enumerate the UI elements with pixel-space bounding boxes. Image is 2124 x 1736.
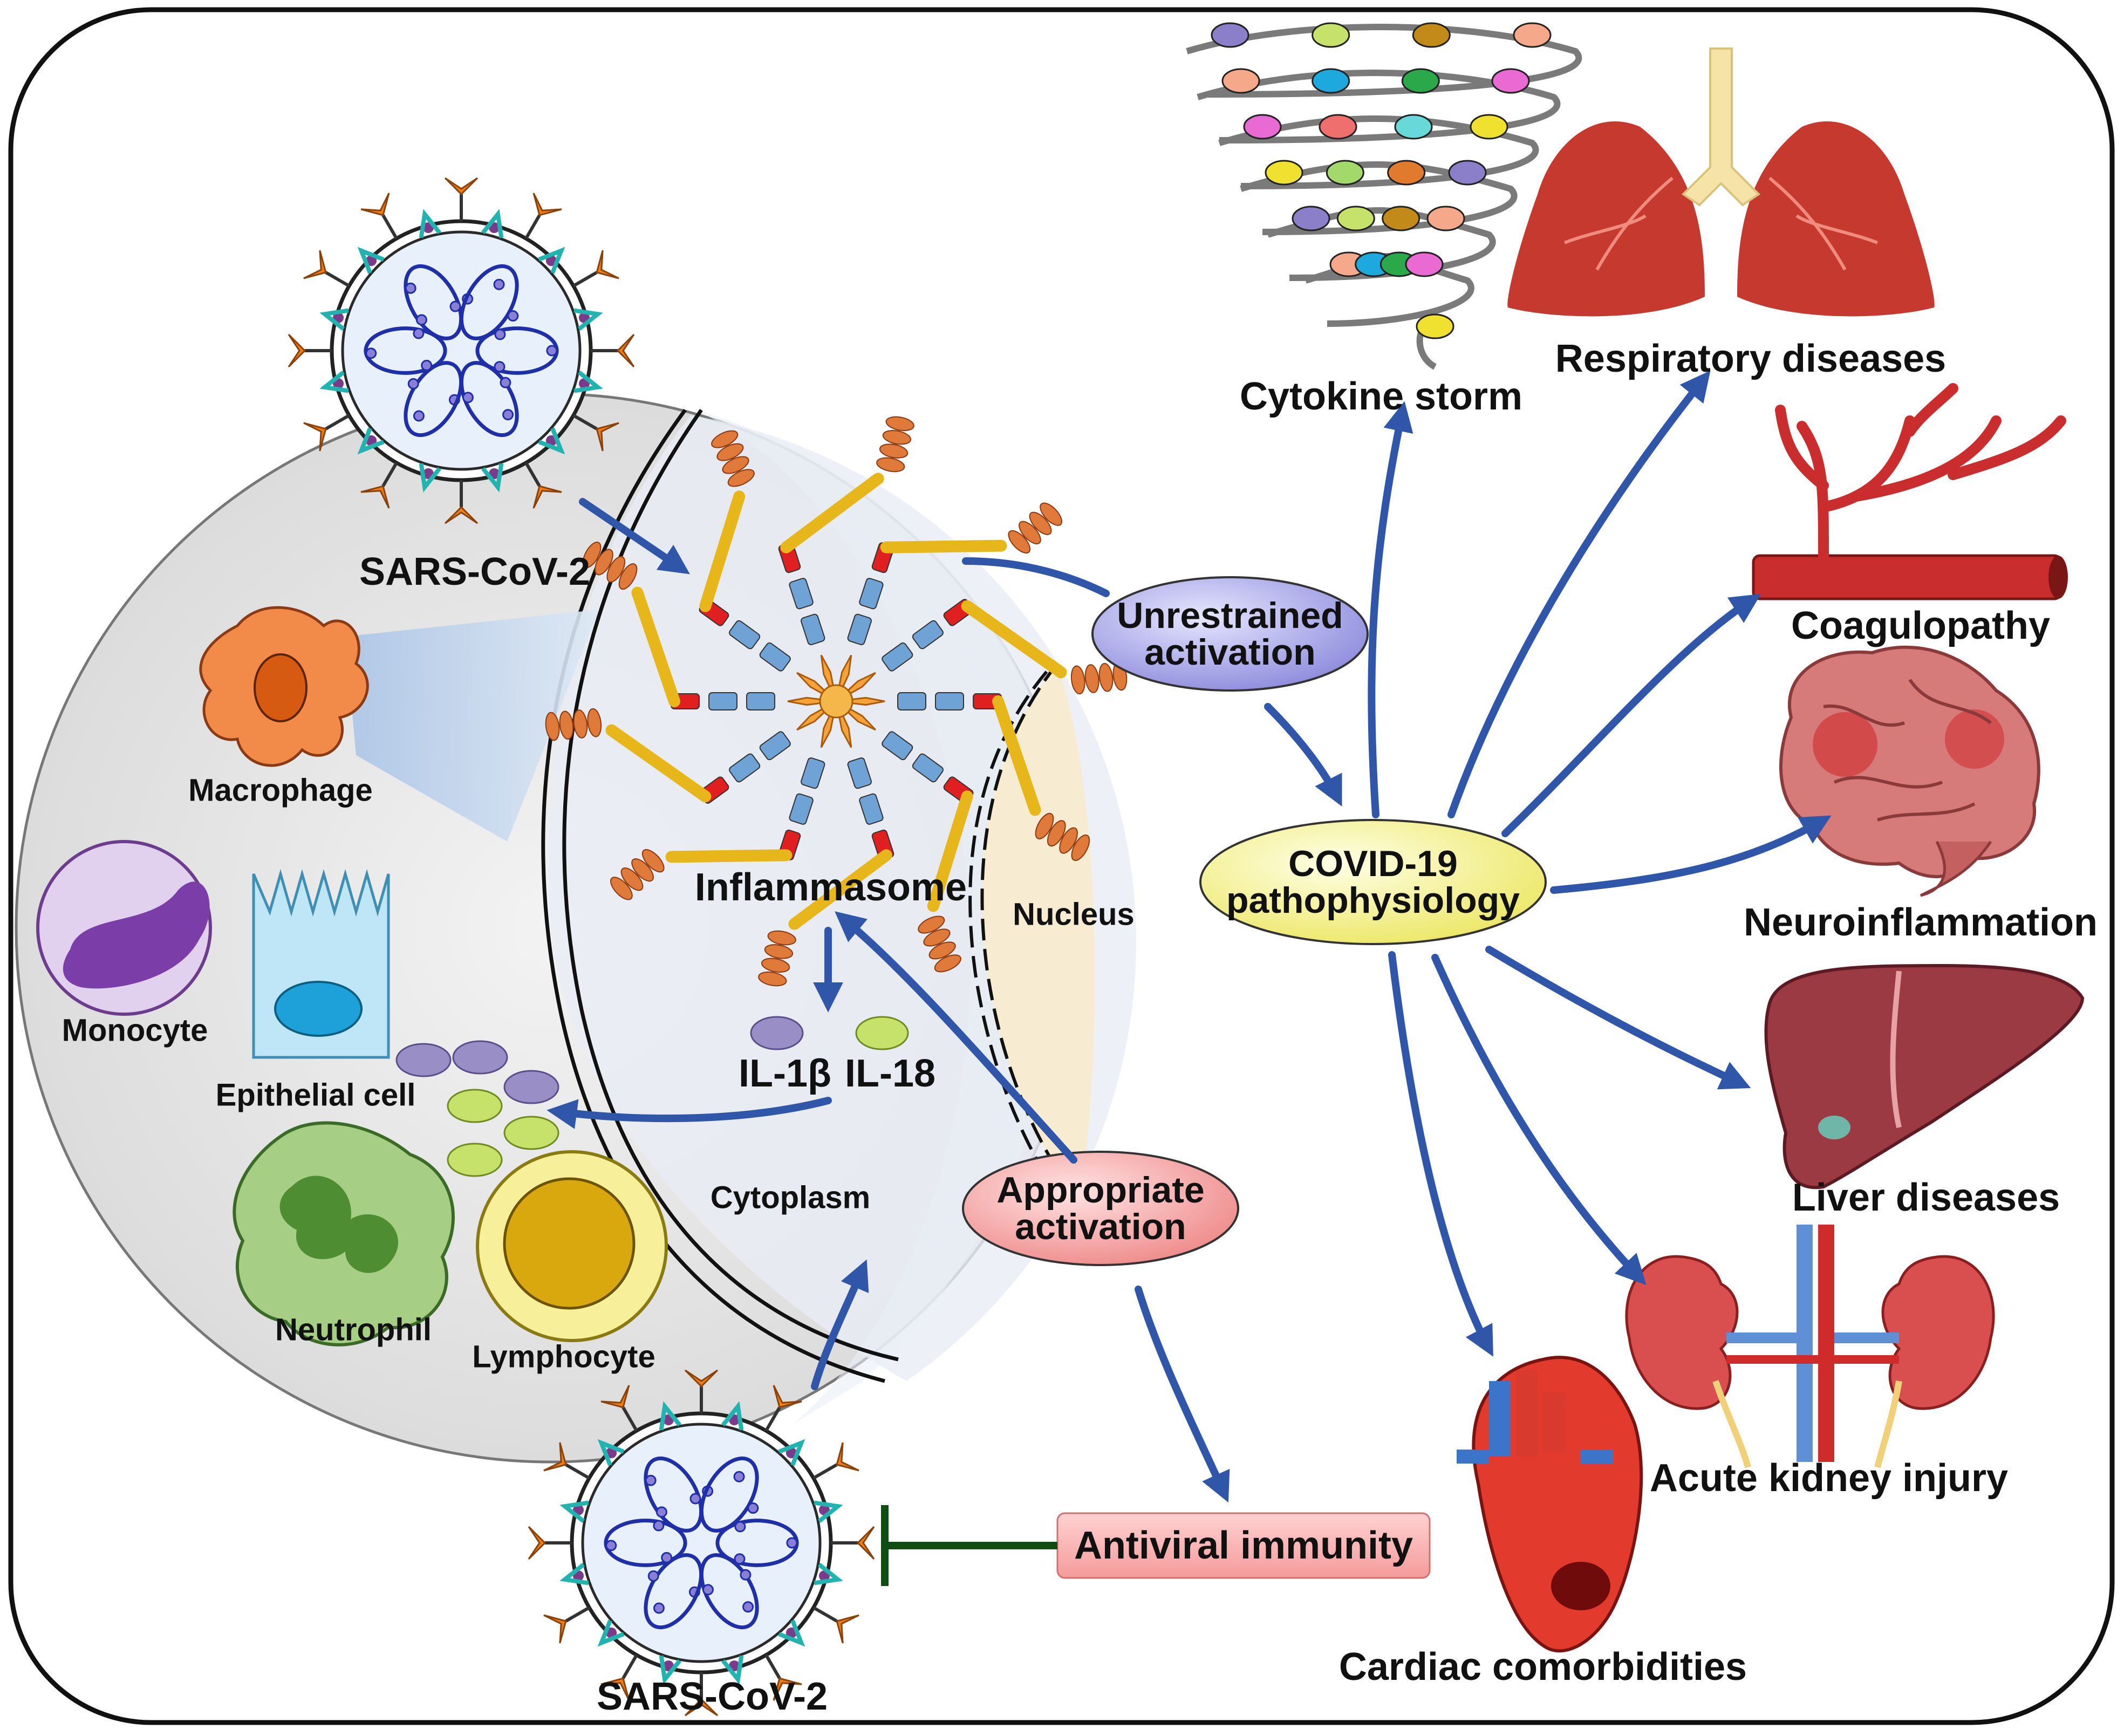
il1b-blob bbox=[750, 1016, 804, 1050]
inflammasome-complex bbox=[545, 416, 1128, 987]
secreted-cytokines bbox=[395, 1040, 559, 1177]
covid-oval bbox=[1199, 819, 1547, 945]
unrestrained-oval bbox=[1091, 576, 1369, 692]
label-liver: Liver diseases bbox=[1792, 1176, 2060, 1219]
label-epithelial: Epithelial cell bbox=[215, 1077, 416, 1113]
il18-blob bbox=[855, 1016, 909, 1050]
appropriate-line-2: activation bbox=[1015, 1206, 1186, 1247]
label-cardiac: Cardiac comorbidities bbox=[1338, 1645, 1747, 1689]
heart-illustration bbox=[1457, 1356, 1643, 1653]
unrestrained-line-1: Unrestrained bbox=[1117, 595, 1343, 636]
covid-line-2: pathophysiology bbox=[1226, 880, 1520, 921]
label-cytoplasm: Cytoplasm bbox=[710, 1180, 871, 1215]
sars-cov-2-virus-bottom bbox=[528, 1369, 875, 1717]
liver-illustration bbox=[1764, 963, 2085, 1190]
covid-line-1: COVID-19 bbox=[1288, 843, 1458, 884]
membrane bbox=[541, 408, 885, 1383]
label-coagulopathy: Coagulopathy bbox=[1791, 604, 2050, 647]
blood-vessel-illustration bbox=[1752, 383, 2068, 600]
sars-cov-2-virus-top bbox=[288, 177, 635, 524]
label-sars-top: SARS-CoV-2 bbox=[359, 550, 591, 593]
label-sars-bottom: SARS-CoV-2 bbox=[596, 1675, 828, 1718]
appropriate-oval bbox=[962, 1151, 1239, 1266]
label-il1b: IL-1β bbox=[739, 1052, 831, 1095]
label-monocyte: Monocyte bbox=[62, 1013, 208, 1048]
appropriate-line-1: Appropriate bbox=[996, 1170, 1205, 1211]
label-inflammasome: Inflammasome bbox=[694, 866, 967, 909]
label-neutrophil: Neutrophil bbox=[275, 1312, 432, 1348]
membrane-inner bbox=[562, 408, 899, 1362]
label-respiratory: Respiratory diseases bbox=[1555, 337, 1947, 380]
label-kidney: Acute kidney injury bbox=[1649, 1457, 2009, 1500]
kidneys-illustration bbox=[1625, 1225, 1995, 1468]
cytokine-storm-illustration bbox=[1186, 22, 1582, 370]
label-macrophage: Macrophage bbox=[188, 773, 373, 808]
inhibition-line bbox=[881, 1505, 1057, 1586]
label-nucleus: Nucleus bbox=[1013, 897, 1135, 932]
label-antiviral: Antiviral immunity bbox=[1074, 1524, 1413, 1567]
label-lymphocyte: Lymphocyte bbox=[472, 1339, 655, 1375]
unrestrained-line-2: activation bbox=[1144, 632, 1316, 673]
label-cytokine-storm: Cytokine storm bbox=[1239, 375, 1523, 418]
brain-illustration bbox=[1779, 645, 2040, 897]
pathway-arrows bbox=[547, 370, 1832, 1503]
cytoplasm-fill bbox=[549, 415, 1137, 1381]
zoom-cone bbox=[345, 610, 599, 842]
label-il18: IL-18 bbox=[844, 1052, 936, 1095]
lungs-illustration bbox=[1507, 47, 1935, 317]
label-neuroinflammation: Neuroinflammation bbox=[1743, 901, 2098, 944]
